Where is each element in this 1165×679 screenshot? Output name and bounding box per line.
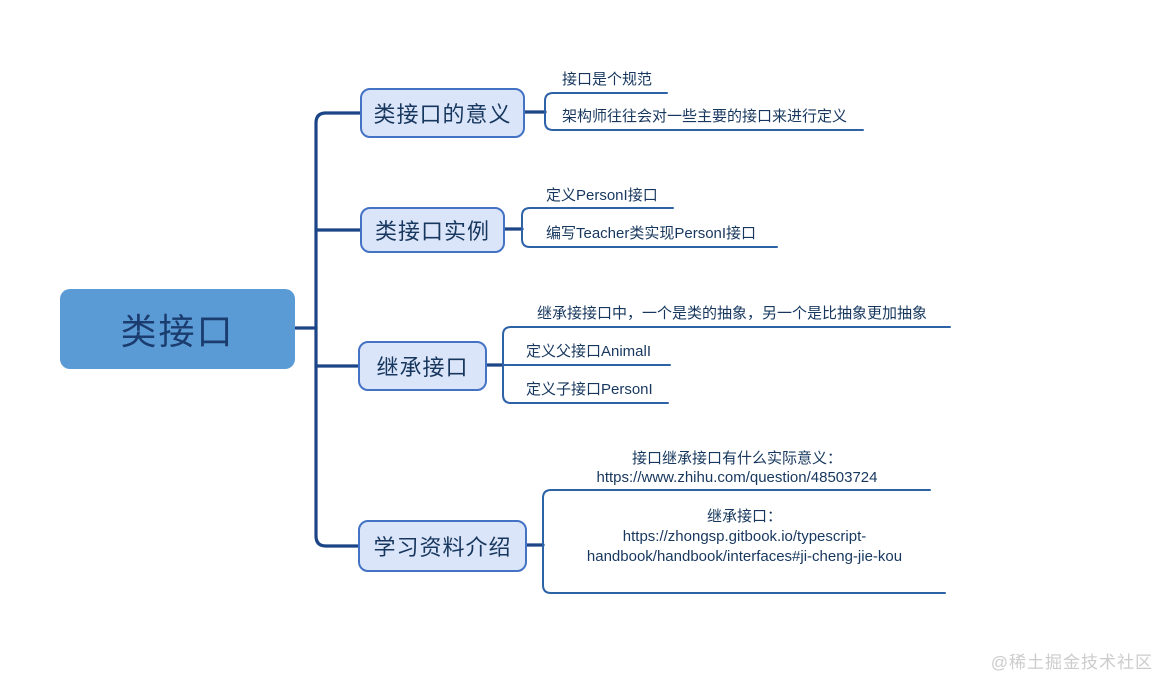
leaf-line: https://www.zhihu.com/question/48503724 — [596, 469, 878, 486]
branch-topic-label: 继承接口 — [376, 355, 469, 380]
root-topic-label: 类接口 — [120, 311, 235, 352]
juejin-watermark: @稀土掘金技术社区 — [990, 653, 1153, 672]
leaf-topic[interactable]: 编写Teacher类实现PersonI接口 — [546, 224, 756, 243]
branch-topic-example[interactable]: 类接口实例 — [360, 207, 505, 253]
leaf-topic[interactable]: 定义父接口AnimalI — [526, 342, 651, 361]
leaf-line: 继承接接口中，一个是类的抽象，另一个是比抽象更加抽象 — [537, 305, 928, 322]
leaf-line: 定义PersonI接口 — [546, 187, 658, 204]
leaf-topic[interactable]: 定义PersonI接口 — [546, 186, 658, 205]
branch-topic-resources[interactable]: 学习资料介绍 — [358, 520, 527, 572]
leaf-line: 编写Teacher类实现PersonI接口 — [546, 225, 757, 242]
branch-topic-label: 类接口的意义 — [373, 102, 512, 127]
leaf-topic[interactable]: 架构师往往会对一些主要的接口来进行定义 — [562, 107, 847, 126]
connector-branch4-children — [542, 489, 946, 594]
leaf-topic[interactable]: 定义子接口PersonI — [526, 380, 653, 399]
leaf-line: 架构师往往会对一些主要的接口来进行定义 — [562, 108, 848, 125]
branch-topic-label: 类接口实例 — [374, 219, 490, 244]
leaf-line: 接口是个规范 — [562, 71, 653, 88]
leaf-line: 接口继承接口有什么实际意义： — [631, 450, 842, 467]
leaf-line: https://zhongsp.gitbook.io/typescript- — [622, 528, 867, 545]
leaf-topic-gitbook-link[interactable]: 继承接口： https://zhongsp.gitbook.io/typescr… — [543, 507, 946, 567]
leaf-line: handbook/handbook/interfaces#ji-cheng-ji… — [586, 548, 903, 565]
root-topic[interactable]: 类接口 — [60, 289, 295, 369]
connector-trunk — [314, 111, 362, 548]
leaf-line: 继承接口： — [706, 508, 782, 525]
leaf-topic-zhihu-link[interactable]: 接口继承接口有什么实际意义： https://www.zhihu.com/que… — [543, 449, 931, 487]
branch-topic-meaning[interactable]: 类接口的意义 — [360, 88, 525, 138]
branch-topic-label: 学习资料介绍 — [373, 535, 512, 560]
leaf-topic[interactable]: 接口是个规范 — [562, 70, 652, 89]
connector-branch2-children — [521, 207, 778, 248]
connector-branch1-children — [544, 92, 864, 131]
branch-topic-inherit[interactable]: 继承接口 — [358, 341, 487, 391]
leaf-line: 定义父接口AnimalI — [526, 343, 652, 360]
leaf-topic[interactable]: 继承接接口中，一个是类的抽象，另一个是比抽象更加抽象 — [537, 304, 927, 323]
leaf-line: 定义子接口PersonI — [526, 381, 653, 398]
